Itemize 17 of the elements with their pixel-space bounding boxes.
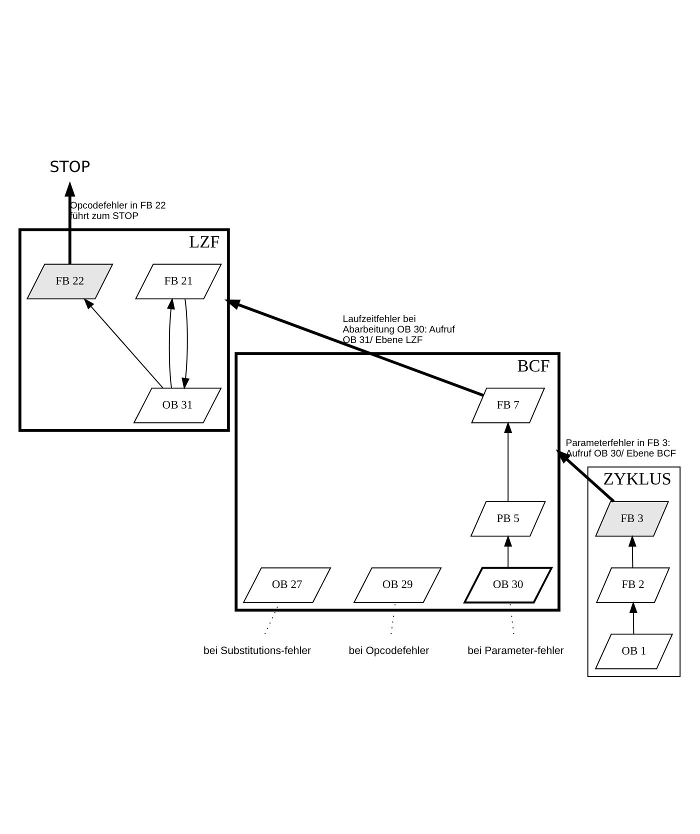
arrow xyxy=(504,421,512,502)
arrow xyxy=(504,534,512,568)
arrow xyxy=(64,180,76,264)
arrow xyxy=(629,600,638,634)
connector xyxy=(390,602,396,634)
edge-label: Laufzeitfehler bei Abarbeitung OB 30: Aufruf OB 31/ Ebene LZF xyxy=(342,313,455,346)
arrow xyxy=(556,448,615,502)
connector xyxy=(510,602,514,634)
arrow xyxy=(628,534,636,568)
arrow xyxy=(182,298,190,389)
arrow xyxy=(224,298,484,396)
arrow xyxy=(84,297,164,388)
node-text: bei Substitutions-fehler xyxy=(204,644,311,657)
node-text: bei Opcodefehler xyxy=(348,644,430,657)
node-text: STOP xyxy=(50,157,90,176)
arrow xyxy=(166,297,175,388)
node-text: bei Parameter-fehler xyxy=(468,644,564,657)
